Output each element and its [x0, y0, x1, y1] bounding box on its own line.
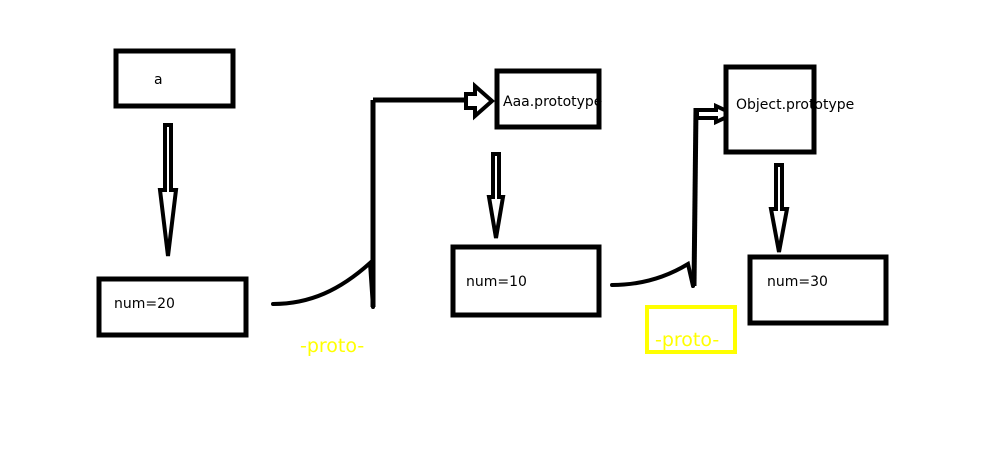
node-aaa-num-label: num=10 — [466, 274, 527, 290]
hollow-down-arrow-icon — [768, 163, 790, 253]
proto-label-1: -proto- — [300, 335, 364, 357]
node-object-num: num=30 — [747, 254, 889, 326]
node-object-prototype-box — [723, 64, 817, 155]
node-aaa-num: num=10 — [450, 244, 602, 318]
hollow-down-arrow-icon — [486, 152, 506, 239]
proto-vertical-line — [691, 107, 699, 287]
node-a: a — [113, 48, 236, 109]
proto-link-1: -proto- — [271, 81, 496, 357]
node-a-box — [113, 48, 236, 109]
node-a-num-box — [96, 276, 249, 338]
proto-link-2: -proto- — [610, 102, 738, 354]
node-aaa-num-box — [450, 244, 602, 318]
node-object-prototype: Object.prototype — [723, 64, 854, 155]
proto-curve — [610, 260, 695, 288]
node-aaa-prototype-label: Aaa.prototype — [503, 94, 602, 110]
node-a-label: a — [154, 72, 163, 88]
hollow-down-arrow-icon — [157, 123, 179, 257]
arrow-object-to-num30 — [768, 163, 790, 253]
node-aaa-prototype: Aaa.prototype — [494, 68, 602, 130]
proto-label-2-highlight-box — [645, 305, 737, 354]
proto-label-2: -proto- — [655, 329, 719, 351]
node-object-prototype-label: Object.prototype — [736, 97, 854, 113]
node-object-num-box — [747, 254, 889, 326]
node-object-num-label: num=30 — [767, 274, 828, 290]
arrow-aaa-to-num10 — [486, 152, 506, 239]
node-a-num: num=20 — [96, 276, 249, 338]
node-a-num-label: num=20 — [114, 296, 175, 312]
proto-curve — [271, 258, 375, 309]
hollow-right-arrow-icon — [464, 81, 496, 121]
arrow-a-to-num20 — [157, 123, 179, 257]
node-aaa-prototype-box — [494, 68, 602, 130]
